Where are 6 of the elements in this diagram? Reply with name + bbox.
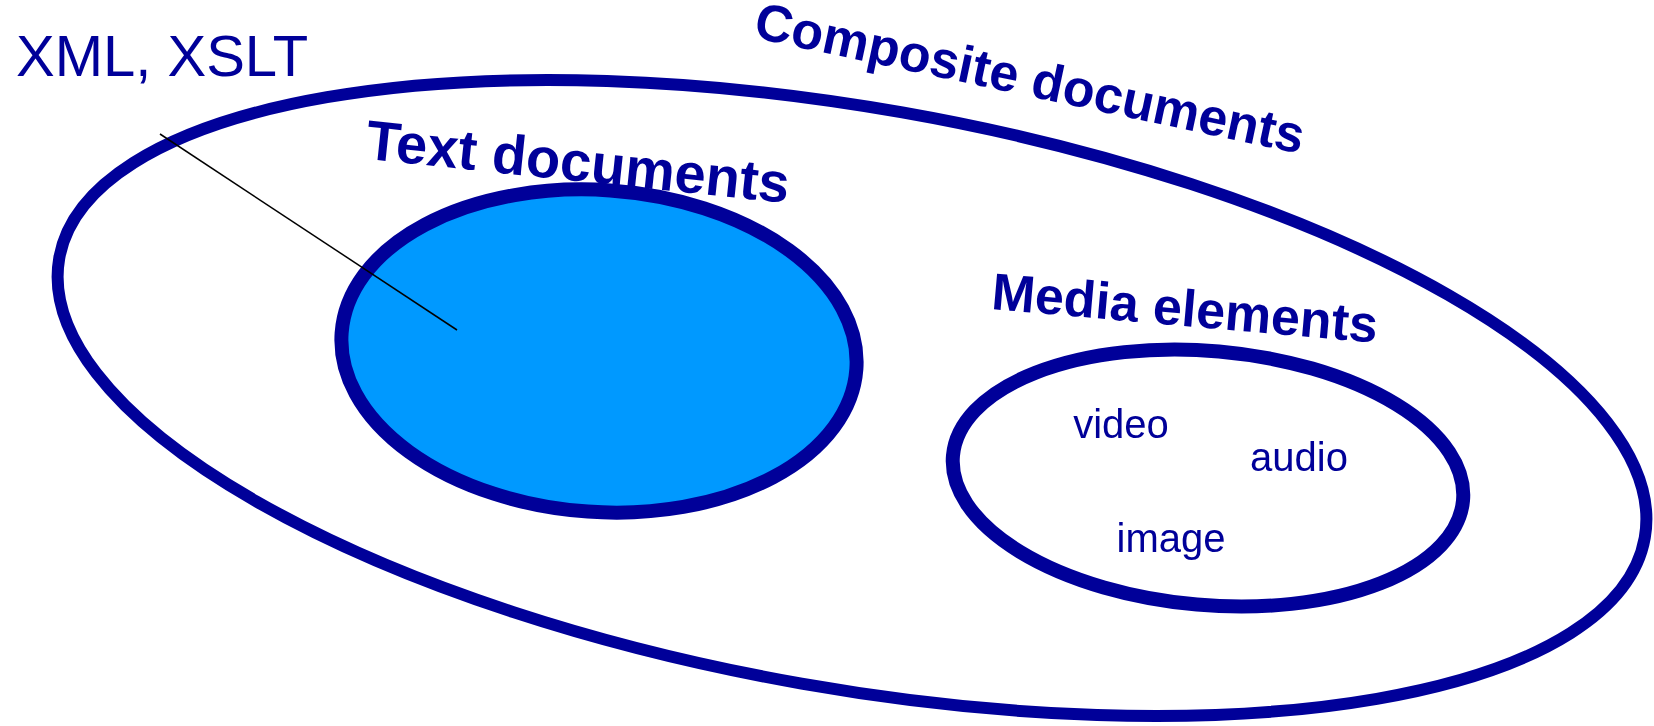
leader-line	[159, 133, 458, 331]
format-label: XML, XSLT	[16, 24, 309, 88]
media-type-label: video	[1073, 404, 1169, 444]
media-type-label: image	[1116, 518, 1226, 558]
media-type-label: audio	[1250, 437, 1348, 477]
set-title: Media elements	[989, 265, 1381, 351]
